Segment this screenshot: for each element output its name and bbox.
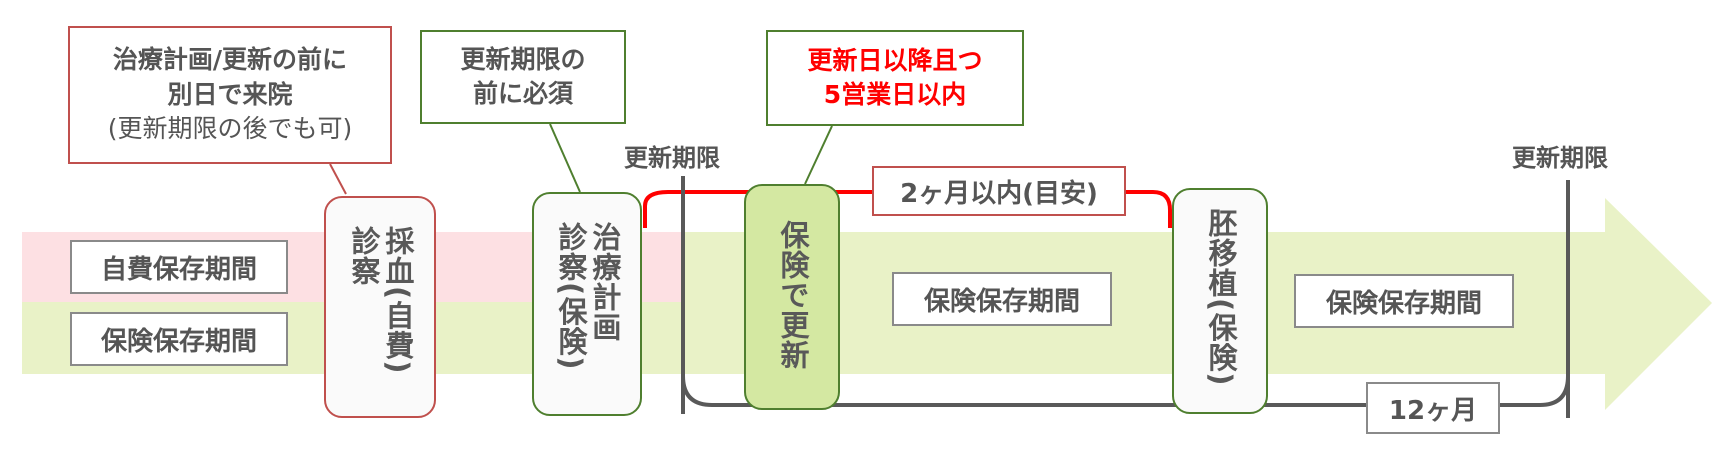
event-embryo-transfer-col1: 胚移植(保険) [1203, 208, 1238, 387]
callout-renewal-timing: 更新日以降且つ 5営業日以内 [766, 30, 1024, 126]
event-insurance-renewal-col1: 保険で更新 [775, 220, 810, 370]
event-treatment-plan: 治療計画 診察(保険) [532, 192, 642, 416]
span-twelve-months: 12ヶ月 [1366, 382, 1500, 434]
callout-visit-line2: 別日で来院 [167, 79, 293, 109]
twelve-month-bracket [681, 375, 1570, 407]
event-blood-draw-col2: 診察 [347, 226, 381, 286]
event-treatment-plan-col2: 診察(保険) [554, 222, 588, 371]
callout-connector-visit [329, 163, 347, 195]
callout-visit: 治療計画/更新の前に 別日で来院 (更新期限の後でも可) [68, 26, 392, 164]
event-blood-draw: 採血(自費) 診察 [324, 196, 436, 418]
event-insurance-renewal: 保険で更新 [744, 184, 840, 410]
callout-before-deadline-line2: 前に必須 [472, 79, 573, 108]
callout-visit-line1: 治療計画/更新の前に [112, 45, 348, 75]
callout-connector-before-deadline [549, 123, 581, 193]
span-two-months: 2ヶ月以内(目安) [872, 166, 1126, 216]
event-treatment-plan-col1: 治療計画 [587, 222, 622, 342]
timeline-arrow-head [1605, 198, 1712, 410]
callout-connector-renewal [804, 125, 833, 185]
period-self-pay: 自費保存期間 [70, 240, 288, 294]
callout-visit-line3: (更新期限の後でも可) [107, 114, 353, 144]
callout-before-deadline: 更新期限の 前に必須 [420, 30, 626, 124]
callout-renewal-line1: 更新日以降且つ [807, 45, 983, 75]
deadline-label-first: 更新期限 [624, 144, 720, 172]
deadline-label-second: 更新期限 [1512, 144, 1608, 172]
period-insurance-right: 保険保存期間 [1294, 274, 1514, 328]
period-insurance-mid: 保険保存期間 [892, 272, 1112, 326]
period-insurance-left: 保険保存期間 [70, 312, 288, 366]
event-embryo-transfer: 胚移植(保険) [1172, 188, 1268, 414]
callout-renewal-line2: 5営業日以内 [823, 80, 967, 109]
event-blood-draw-col1: 採血(自費) [380, 226, 415, 375]
callout-before-deadline-line1: 更新期限の [460, 44, 586, 74]
